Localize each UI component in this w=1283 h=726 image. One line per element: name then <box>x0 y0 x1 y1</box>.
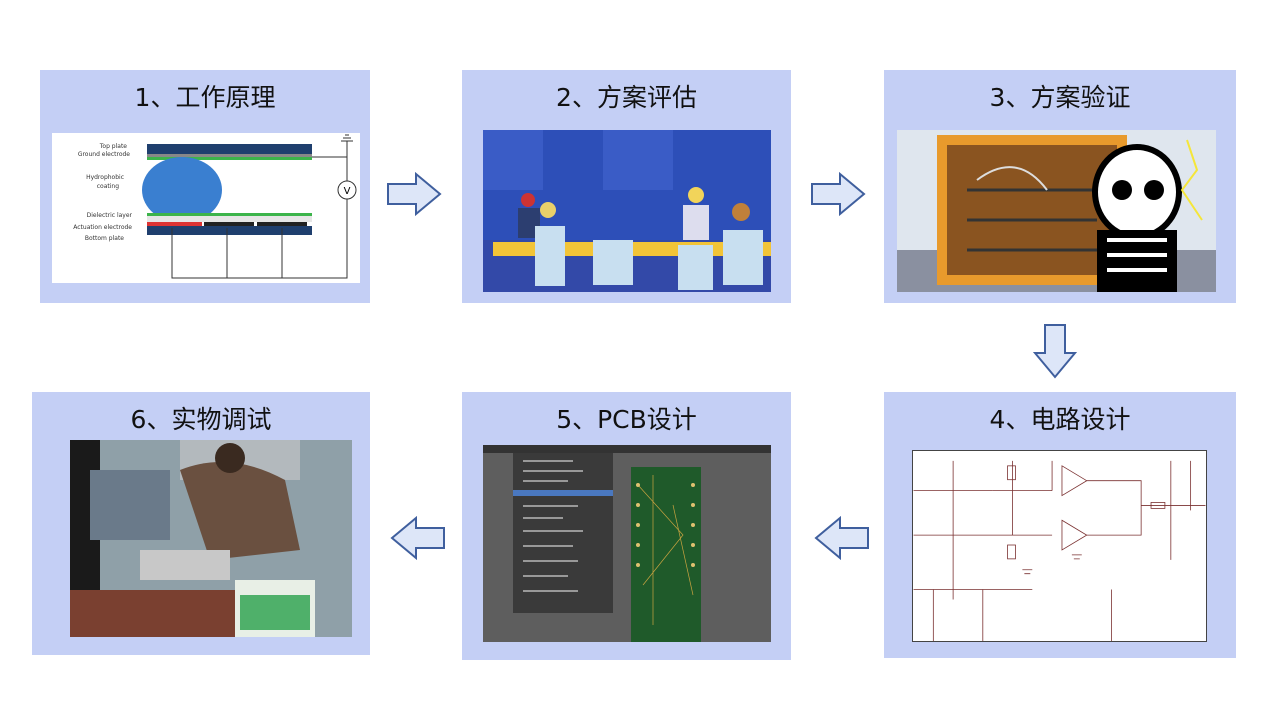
label-hydrophobic: Hydrophobic <box>86 174 124 181</box>
arrow-left-5-to-6 <box>390 516 445 560</box>
step-1-title: 1、工作原理 <box>134 83 276 112</box>
debugging-photo <box>70 440 352 637</box>
label-actuation-electrode: Actuation electrode <box>73 224 132 231</box>
step-6-title: 6、实物调试 <box>130 405 272 434</box>
pcb-design-screenshot <box>483 445 771 642</box>
label-ground-electrode: Ground electrode <box>78 151 130 158</box>
label-bottom-plate: Bottom plate <box>85 235 124 242</box>
arrow-left-4-to-5 <box>814 516 869 560</box>
working-principle-diagram: V Top plate Ground electrode Hydrophobic… <box>52 133 360 283</box>
step-3-panel: 3、方案验证 <box>884 70 1236 303</box>
step-5-title: 5、PCB设计 <box>556 405 697 434</box>
label-dielectric-layer: Dielectric layer <box>87 212 133 219</box>
step-3-title: 3、方案验证 <box>989 83 1131 112</box>
label-top-plate: Top plate <box>99 143 128 150</box>
evaluation-meeting-illustration <box>483 130 771 292</box>
circuit-schematic <box>912 450 1207 642</box>
step-2-title: 2、方案评估 <box>556 83 697 112</box>
voltmeter-label: V <box>344 186 351 197</box>
step-4-panel: 4、电路设计 <box>884 392 1236 658</box>
arrow-down-3-to-4 <box>1033 324 1077 379</box>
verification-illustration <box>897 130 1216 292</box>
step-4-title: 4、电路设计 <box>989 405 1131 434</box>
arrow-right-1-to-2 <box>387 172 442 216</box>
arrow-right-2-to-3 <box>811 172 866 216</box>
step-5-panel: 5、PCB设计 <box>462 392 791 660</box>
step-2-panel: 2、方案评估 <box>462 70 791 303</box>
step-6-panel: 6、实物调试 <box>32 392 370 655</box>
label-coating: coating <box>97 183 119 190</box>
step-1-panel: 1、工作原理 V Top plate Ground electrode Hydr… <box>40 70 370 303</box>
